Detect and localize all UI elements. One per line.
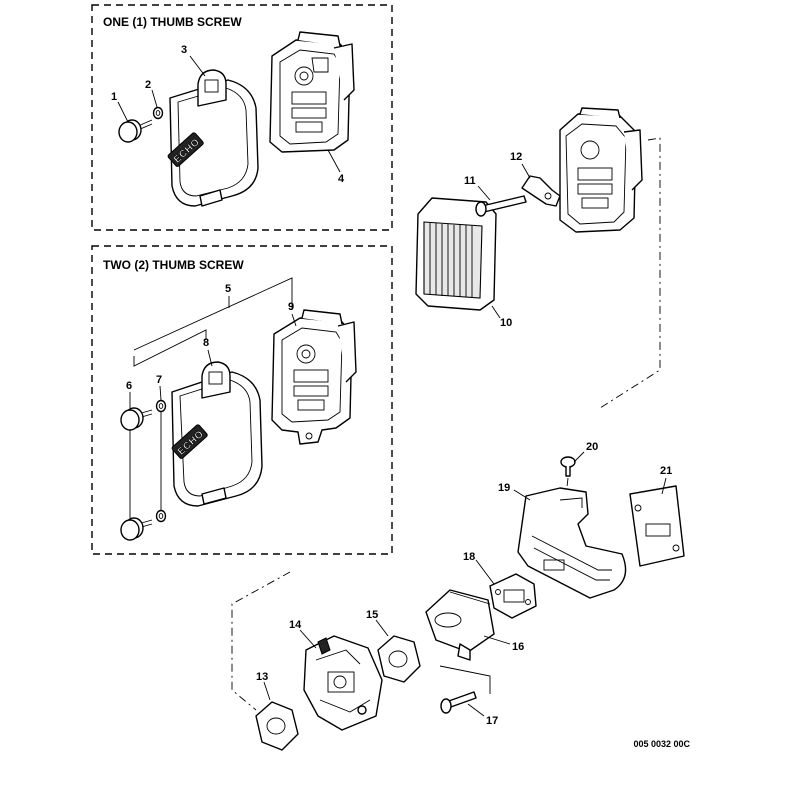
leader-21 [661, 477, 667, 495]
leader-2 [151, 89, 158, 108]
leader-16 [483, 635, 511, 645]
leader-9 [291, 313, 297, 327]
leader-10 [491, 305, 501, 319]
callout-10: 10 [500, 317, 512, 329]
one-thumb-screw-box [91, 4, 393, 231]
two-thumb-screw-title: TWO (2) THUMB SCREW [103, 258, 244, 272]
washer-part-7-lower [155, 509, 167, 523]
callout-1: 1 [111, 91, 117, 103]
assembly-dash-case [599, 137, 661, 409]
leader-19 [513, 489, 531, 501]
reference-code: 005 0032 00C [633, 739, 690, 749]
washer-part-7-upper [155, 399, 167, 413]
callout-14: 14 [289, 619, 302, 631]
callout-16: 16 [512, 641, 524, 653]
assembly-dash-left [231, 571, 291, 711]
gasket-part-21 [629, 485, 685, 567]
leader-17-link [439, 665, 491, 694]
heat-shield-part-19 [517, 487, 627, 599]
callout-21: 21 [660, 465, 672, 477]
leader-7 [159, 385, 162, 401]
one-thumb-screw-title: ONE (1) THUMB SCREW [103, 15, 242, 29]
leader-8-bracket [133, 329, 207, 367]
leader-11 [477, 185, 491, 201]
leader-4 [327, 149, 341, 173]
leader-18 [475, 559, 495, 585]
callout-18: 18 [463, 551, 475, 563]
leader-20 [573, 451, 585, 463]
bolt-part-17 [440, 691, 477, 714]
leader-17 [467, 703, 485, 717]
callout-7: 7 [156, 374, 162, 386]
screw-part-20 [560, 456, 576, 477]
assembly-dash-20 [565, 477, 569, 497]
leader-14 [299, 629, 317, 649]
thumb-screw-part-6-upper [120, 407, 153, 431]
callout-12: 12 [510, 151, 522, 163]
air-cleaner-case-part-4 [269, 31, 355, 153]
bolt-part-11 [475, 195, 527, 217]
leader-13 [263, 681, 271, 701]
callout-11: 11 [464, 175, 476, 187]
insulator-part-16 [425, 589, 495, 661]
gasket-part-15 [377, 635, 421, 683]
leader-1 [117, 101, 129, 123]
callout-5: 5 [225, 283, 231, 295]
air-cleaner-cover-part-3: ECHO [167, 69, 259, 207]
thumb-screw-part-6-lower [120, 517, 153, 541]
callout-15: 15 [366, 609, 378, 621]
air-filter-part-10 [415, 197, 497, 311]
callout-13: 13 [256, 671, 268, 683]
leader-8 [207, 349, 213, 367]
callout-3: 3 [181, 44, 187, 56]
air-cleaner-case-ghost [559, 107, 643, 233]
air-cleaner-case-part-9 [271, 309, 357, 445]
callout-9: 9 [288, 301, 294, 313]
callout-6: 6 [126, 380, 132, 392]
thumb-screw-part-1 [118, 119, 153, 143]
callout-4: 4 [338, 173, 345, 185]
leader-15 [375, 619, 389, 637]
callout-2: 2 [145, 79, 151, 91]
leader-12 [521, 163, 531, 179]
leader-5-bracket [133, 277, 293, 351]
carburetor-part-14 [303, 635, 383, 731]
washer-part-2 [152, 106, 164, 120]
leader-3 [189, 55, 206, 77]
callout-8: 8 [203, 337, 209, 349]
callout-19: 19 [498, 482, 510, 494]
callout-17: 17 [486, 715, 498, 727]
gasket-part-13 [255, 701, 299, 751]
two-thumb-screw-box [91, 245, 393, 555]
gasket-part-18 [489, 573, 537, 619]
callout-20: 20 [586, 441, 598, 453]
air-cleaner-cover-part-8: ECHO [171, 361, 263, 507]
bracket-part-12 [521, 175, 561, 207]
